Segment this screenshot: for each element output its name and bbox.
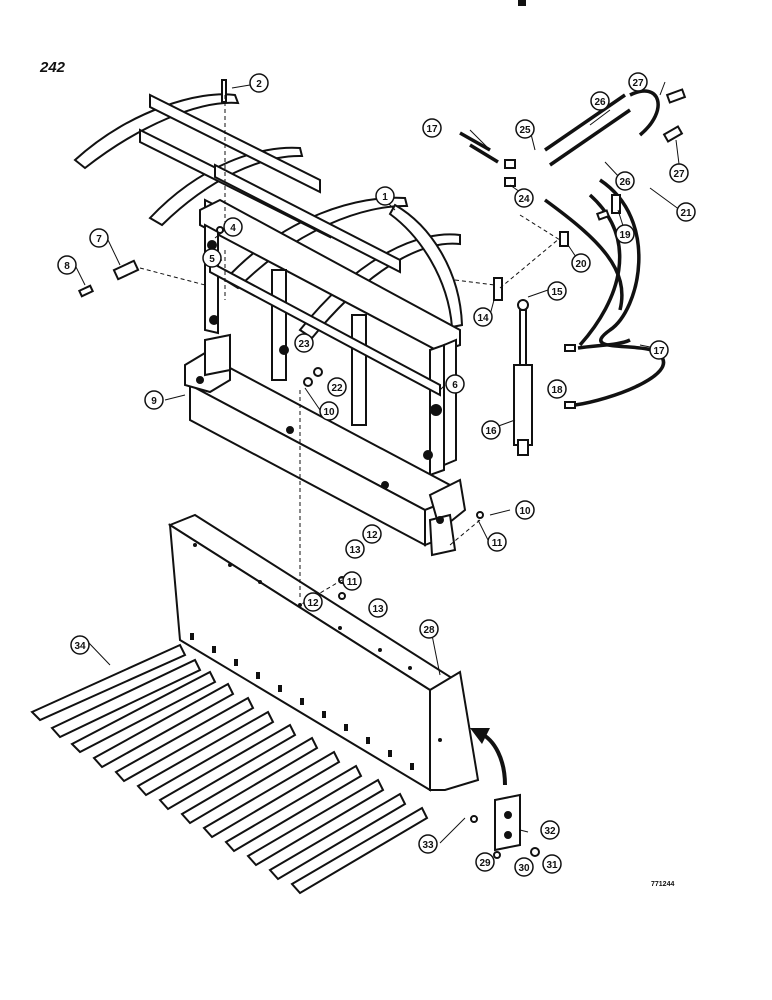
- svg-text:33: 33: [422, 840, 434, 851]
- callout-17-a: 17: [422, 118, 442, 138]
- fork-tines: [30, 643, 429, 895]
- callout-23: 23: [294, 333, 314, 353]
- callout-24: 24: [514, 188, 534, 208]
- svg-text:22: 22: [331, 383, 343, 394]
- svg-text:21: 21: [680, 208, 692, 219]
- callout-13-b: 13: [368, 598, 388, 618]
- svg-text:1: 1: [382, 192, 388, 203]
- callout-14: 14: [473, 307, 493, 327]
- svg-text:14: 14: [477, 313, 489, 324]
- svg-text:11: 11: [347, 577, 358, 588]
- svg-text:10: 10: [519, 506, 531, 517]
- fork-frame-holes: [193, 543, 442, 742]
- callout-26-b: 26: [615, 171, 635, 191]
- callout-27-b: 27: [669, 163, 689, 183]
- svg-text:17: 17: [426, 124, 438, 135]
- svg-text:18: 18: [551, 385, 563, 396]
- svg-text:23: 23: [298, 339, 310, 350]
- callout-16: 16: [481, 420, 501, 440]
- svg-text:25: 25: [519, 125, 531, 136]
- svg-text:5: 5: [209, 254, 215, 265]
- svg-text:16: 16: [485, 426, 497, 437]
- svg-text:4: 4: [230, 223, 236, 234]
- svg-text:13: 13: [372, 604, 384, 615]
- callout-34: 34: [70, 635, 90, 655]
- install-arrow-head: [470, 728, 490, 744]
- top-edge-mark: [518, 0, 526, 6]
- svg-text:32: 32: [544, 826, 556, 837]
- callout-7: 7: [89, 228, 109, 248]
- callout-9: 9: [144, 390, 164, 410]
- callout-18: 18: [547, 379, 567, 399]
- svg-text:20: 20: [575, 259, 587, 270]
- svg-text:12: 12: [366, 530, 378, 541]
- callout-11-a: 11: [487, 532, 507, 552]
- svg-text:27: 27: [632, 78, 644, 89]
- svg-text:12: 12: [307, 598, 319, 609]
- callout-28: 28: [419, 619, 439, 639]
- svg-text:29: 29: [479, 858, 491, 869]
- callout-21: 21: [676, 202, 696, 222]
- callout-26-a: 26: [590, 91, 610, 111]
- svg-text:34: 34: [74, 641, 86, 652]
- fork-frame-slots: [190, 633, 414, 770]
- callouts: 1 2 4 5 6 7 8 9 10 10 11 11 12 12 13 13 …: [57, 72, 696, 877]
- callout-20: 20: [571, 253, 591, 273]
- callout-25: 25: [515, 119, 535, 139]
- callout-1: 1: [375, 186, 395, 206]
- callout-5: 5: [202, 248, 222, 268]
- callout-10-a: 10: [319, 401, 339, 421]
- callout-13-a: 13: [345, 539, 365, 559]
- callout-4: 4: [223, 217, 243, 237]
- svg-text:10: 10: [323, 407, 335, 418]
- callout-29: 29: [475, 852, 495, 872]
- mounting-frame: [184, 333, 467, 557]
- svg-text:7: 7: [96, 234, 102, 245]
- callout-2: 2: [249, 73, 269, 93]
- svg-text:13: 13: [349, 545, 361, 556]
- leader-lines: [74, 81, 681, 844]
- svg-text:19: 19: [619, 230, 631, 241]
- side-bracket: [494, 793, 521, 852]
- svg-text:31: 31: [546, 860, 558, 871]
- page-number: 242: [39, 59, 66, 76]
- callout-10-b: 10: [515, 500, 535, 520]
- callout-12-a: 12: [362, 524, 382, 544]
- svg-text:9: 9: [151, 396, 157, 407]
- callout-30: 30: [514, 857, 534, 877]
- callout-6: 6: [445, 374, 465, 394]
- svg-text:8: 8: [64, 261, 70, 272]
- svg-text:11: 11: [492, 538, 503, 549]
- callout-33: 33: [418, 834, 438, 854]
- callout-22: 22: [327, 377, 347, 397]
- svg-text:24: 24: [518, 194, 530, 205]
- reference-lines: [139, 95, 561, 606]
- callout-32: 32: [540, 820, 560, 840]
- svg-text:30: 30: [518, 863, 530, 874]
- callout-11-b: 11: [342, 571, 362, 591]
- svg-text:28: 28: [423, 625, 435, 636]
- install-arrow: [479, 731, 507, 786]
- svg-text:27: 27: [673, 169, 685, 180]
- svg-text:26: 26: [594, 97, 606, 108]
- callout-15: 15: [547, 281, 567, 301]
- svg-text:6: 6: [452, 380, 458, 391]
- callout-27-a: 27: [628, 72, 648, 92]
- callout-12-b: 12: [303, 592, 323, 612]
- hose-fittings: [504, 88, 687, 409]
- grapple-frame: [199, 198, 461, 477]
- hydraulic-hoses: [459, 89, 665, 407]
- callout-31: 31: [542, 854, 562, 874]
- svg-text:17: 17: [653, 346, 665, 357]
- figure-code: 771244: [651, 881, 674, 888]
- svg-text:15: 15: [551, 287, 563, 298]
- callout-8: 8: [57, 255, 77, 275]
- callout-17-b: 17: [649, 340, 669, 360]
- svg-text:2: 2: [256, 79, 262, 90]
- svg-text:26: 26: [619, 177, 631, 188]
- callout-19: 19: [615, 224, 635, 244]
- hydraulic-cylinder: [513, 299, 533, 456]
